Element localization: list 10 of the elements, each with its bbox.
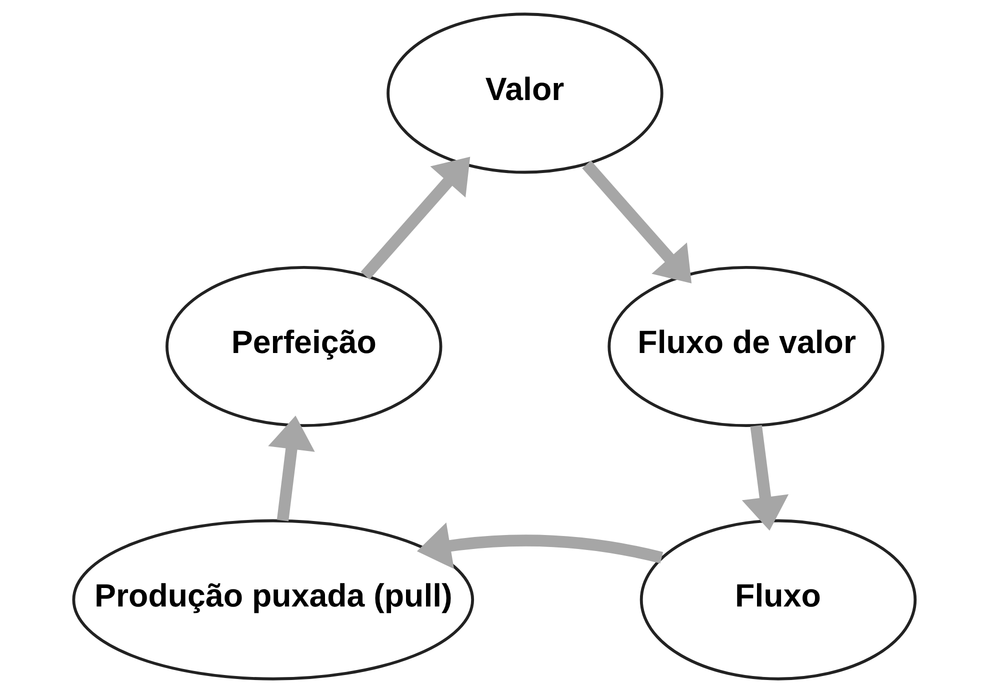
node-ellipse: Produção puxada (pull) [72,519,474,680]
arrow [360,156,470,280]
node-ellipse: Fluxo [639,519,916,680]
arrow [741,425,788,531]
node-ellipse: Perfeição [165,266,442,428]
arrow [582,160,692,284]
node-ellipse: Valor [386,12,663,174]
arrow [416,522,662,569]
node-ellipse: Fluxo de valor [607,266,884,428]
arrow [268,416,314,522]
